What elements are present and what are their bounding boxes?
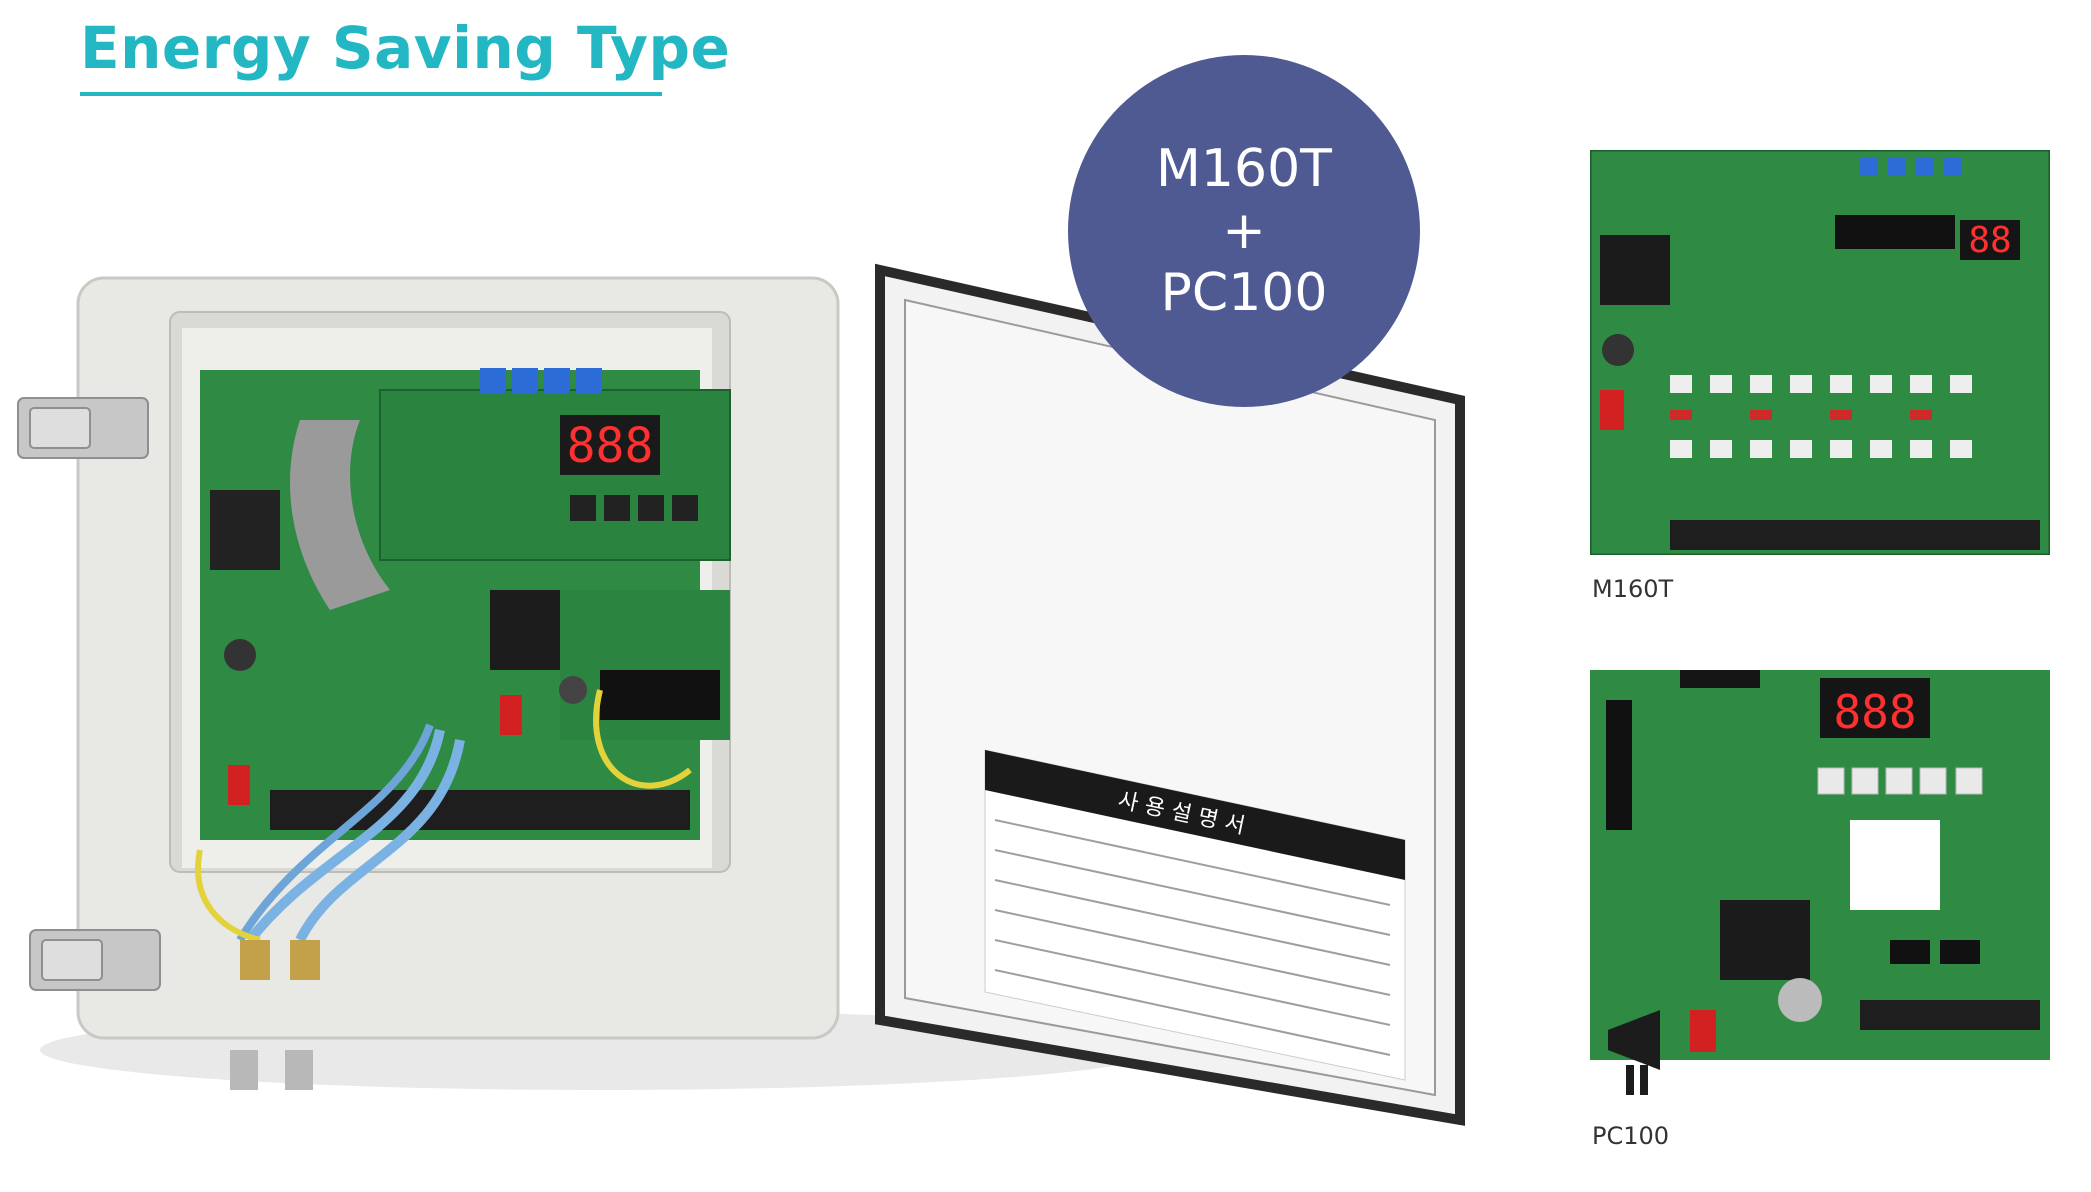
panel-seven-segment: 888: [567, 418, 654, 474]
m160t-caption: M160T: [1592, 575, 1674, 603]
pc100-caption: PC100: [1592, 1122, 1670, 1150]
page-title: Energy Saving Type: [80, 14, 731, 82]
hinge-top: [17, 397, 149, 459]
m160t-board-photo: 88: [1590, 150, 2050, 555]
badge-line-3: PC100: [1160, 263, 1328, 323]
enclosure-photo: 888 사 용 설 명 서: [17, 263, 1465, 1126]
badge-line-2: +: [1222, 201, 1266, 261]
hinge-bottom: [29, 929, 161, 991]
badge-line-1: M160T: [1156, 139, 1332, 199]
pc100-seven-segment: 888: [1833, 685, 1916, 739]
model-badge: M160T + PC100: [1068, 55, 1420, 407]
pc100-board-photo: 888: [1590, 670, 2050, 1095]
title-underline: [80, 92, 662, 96]
svg-text:88: 88: [1968, 220, 2011, 261]
